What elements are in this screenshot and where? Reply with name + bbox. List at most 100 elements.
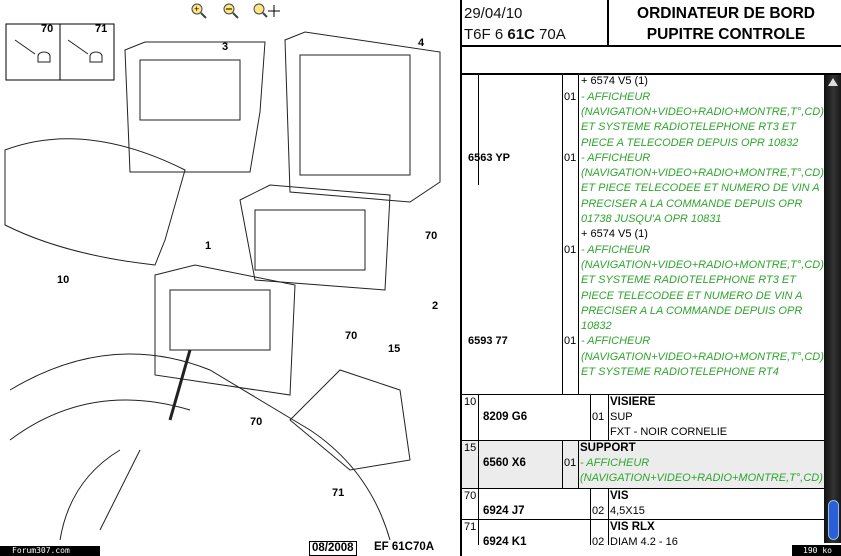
zoom-pan-icon[interactable] xyxy=(252,2,280,24)
header-date: 29/04/10 xyxy=(464,5,523,22)
part-ref: 6924 J7 xyxy=(483,505,525,517)
diagram-reference: EF 61C70A xyxy=(374,541,435,553)
description-line: (NAVIGATION+VIDEO+RADIO+MONTRE,T°,CD) xyxy=(462,350,824,365)
zoom-in-icon[interactable]: + xyxy=(190,2,208,24)
diagram-date: 08/2008 xyxy=(309,541,357,556)
part-title: SUPPORT xyxy=(580,442,636,454)
desc-text: (NAVIGATION+VIDEO+RADIO+MONTRE,T°,CD) xyxy=(581,167,824,180)
header-info: 29/04/10 T6F 6 61C 70A xyxy=(464,3,566,45)
desc-text: PIECE A TELECODER DEPUIS OPR 10832 xyxy=(581,136,799,149)
desc-text: FXT - NOIR CORNELIE xyxy=(610,426,728,439)
qty: 02 xyxy=(592,536,605,545)
desc-text: DIAM 4,2 - 16 xyxy=(610,536,678,545)
description-line: 6593 77 01 - AFFICHEUR xyxy=(462,334,824,349)
description-line: ET SYSTEME RADIOTELEPHONE RT3 ET xyxy=(462,273,824,288)
desc-text: SUP xyxy=(610,411,633,423)
diagram-panel: + 70 71 3 4 10 1 70 2 70 15 70 71 08/200… xyxy=(0,2,441,556)
code-bold: 61C xyxy=(507,26,535,43)
desc-text: ET PIECE TELECODEE ET NUMERO DE VIN A xyxy=(581,182,820,195)
table-row[interactable]: 70 6924 J7 02 VIS 4,5X15 xyxy=(462,489,824,520)
description-line: 01- AFFICHEUR xyxy=(462,90,824,105)
part-title: VISIERE xyxy=(610,396,656,408)
item-number: 71 xyxy=(464,521,477,533)
item-number: 15 xyxy=(464,442,477,454)
desc-text: (NAVIGATION+VIDEO+RADIO+MONTRE,T°,CD) xyxy=(581,105,824,118)
description-line: 10832 xyxy=(462,319,824,334)
file-size: 190 ko xyxy=(792,545,841,556)
scrollbar[interactable] xyxy=(824,75,841,543)
part-title: VIS xyxy=(610,490,629,502)
description-line: 01 - AFFICHEUR xyxy=(462,243,824,258)
title-line-1: ORDINATEUR DE BORD xyxy=(637,5,815,22)
part-ref: 6593 77 xyxy=(468,335,508,348)
description-line: (NAVIGATION+VIDEO+RADIO+MONTRE,T°,CD) xyxy=(462,105,824,120)
desc-text: (NAVIGATION+VIDEO+RADIO+MONTRE,T°,CD) xyxy=(581,350,824,363)
part-ref: 6563 YP xyxy=(468,151,511,164)
qty: 01 xyxy=(564,243,577,256)
desc-text: - AFFICHEUR xyxy=(581,243,651,256)
part-ref: 8209 G6 xyxy=(483,411,528,423)
description-line: + 6574 V5 (1) xyxy=(462,75,824,89)
qty: 01 xyxy=(564,335,577,348)
callout-2: 2 xyxy=(432,300,439,312)
desc-text: (NAVIGATION+VIDEO+RADIO+MONTRE,T°,CD) xyxy=(580,472,823,485)
callout-71: 71 xyxy=(95,23,108,35)
scroll-thumb[interactable] xyxy=(828,500,839,540)
callout-15: 15 xyxy=(388,343,401,355)
parts-panel: 29/04/10 T6F 6 61C 70A ORDINATEUR DE BOR… xyxy=(460,0,841,556)
callout-1: 1 xyxy=(205,240,212,252)
description-line: 6563 YP 01 - AFFICHEUR xyxy=(462,151,824,166)
desc-text: PRECISER A LA COMMANDE DEPUIS OPR xyxy=(581,304,803,317)
qty: 01 xyxy=(564,457,577,469)
header-code: T6F 6 61C 70A xyxy=(464,24,566,45)
table-row[interactable]: 10 8209 G6 01 VISIERE SUP FXT - NOIR CORNELIE xyxy=(462,395,824,441)
title-line-2: PUPITRE CONTROLE xyxy=(646,26,806,43)
description-line: + 6574 V5 (1) xyxy=(462,227,824,242)
desc-text: - AFFICHEUR xyxy=(581,335,651,348)
desc-text: ET SYSTEME RADIOTELEPHONE RT3 ET xyxy=(581,274,796,287)
description-line: ET SYSTEME RADIOTELEPHONE RT4 xyxy=(462,365,824,380)
description-line: 01738 JUSQU'A OPR 10831 xyxy=(462,212,824,227)
description-line: ET PIECE TELECODEE ET NUMERO DE VIN A xyxy=(462,181,824,196)
callout-70: 70 xyxy=(425,230,438,242)
description-line: PRECISER A LA COMMANDE DEPUIS OPR xyxy=(462,304,824,319)
desc-text: ET SYSTEME RADIOTELEPHONE RT4 xyxy=(581,366,779,378)
callout-3: 3 xyxy=(222,41,229,53)
desc-text: - AFFICHEUR xyxy=(581,90,651,103)
callout-71: 71 xyxy=(332,487,345,499)
parts-table[interactable]: 20080320 JUSQU'A OPR 10831+ 6574 V5 (1)0… xyxy=(462,75,824,545)
desc-text: 01738 JUSQU'A OPR 10831 xyxy=(581,213,722,225)
item-number: 70 xyxy=(464,490,477,502)
svg-text:+: + xyxy=(194,4,199,14)
exploded-parts-diagram xyxy=(4,23,441,541)
watermark: Forum307.com xyxy=(0,546,100,556)
desc-text: 4,5X15 xyxy=(610,505,645,517)
description-line: PIECE A TELECODER DEPUIS OPR 10832 xyxy=(462,136,824,151)
header-title: ORDINATEUR DE BORD PUPITRE CONTROLE xyxy=(607,0,841,47)
callout-4: 4 xyxy=(418,37,425,49)
desc-text: ET SYSTEME RADIOTELEPHONE RT3 ET xyxy=(581,121,796,134)
description-line: PRECISER A LA COMMANDE DEPUIS OPR xyxy=(462,197,824,212)
zoom-out-icon[interactable] xyxy=(222,2,240,24)
scroll-up-icon[interactable] xyxy=(828,78,838,86)
qty: 01 xyxy=(564,151,577,164)
desc-text: - AFFICHEUR xyxy=(581,151,651,164)
part-title: VIS RLX xyxy=(610,521,655,533)
desc-text: + 6574 V5 (1) xyxy=(581,75,648,88)
callout-70: 70 xyxy=(345,330,358,342)
description-line: (NAVIGATION+VIDEO+RADIO+MONTRE,T°,CD) xyxy=(462,166,824,181)
qty: 02 xyxy=(592,505,605,517)
desc-text: 10832 xyxy=(581,320,612,333)
callout-70: 70 xyxy=(250,416,263,428)
code-suffix: 70A xyxy=(534,26,566,43)
qty: 01 xyxy=(592,411,605,423)
item-number: 10 xyxy=(464,396,477,408)
code-prefix: T6F 6 xyxy=(464,26,508,43)
desc-text: (NAVIGATION+VIDEO+RADIO+MONTRE,T°,CD) xyxy=(581,258,824,271)
desc-text: + 6574 V5 (1) xyxy=(581,228,648,241)
description-line: ET SYSTEME RADIOTELEPHONE RT3 ET xyxy=(462,120,824,135)
callout-70: 70 xyxy=(41,23,54,35)
description-line: (NAVIGATION+VIDEO+RADIO+MONTRE,T°,CD) xyxy=(462,258,824,273)
